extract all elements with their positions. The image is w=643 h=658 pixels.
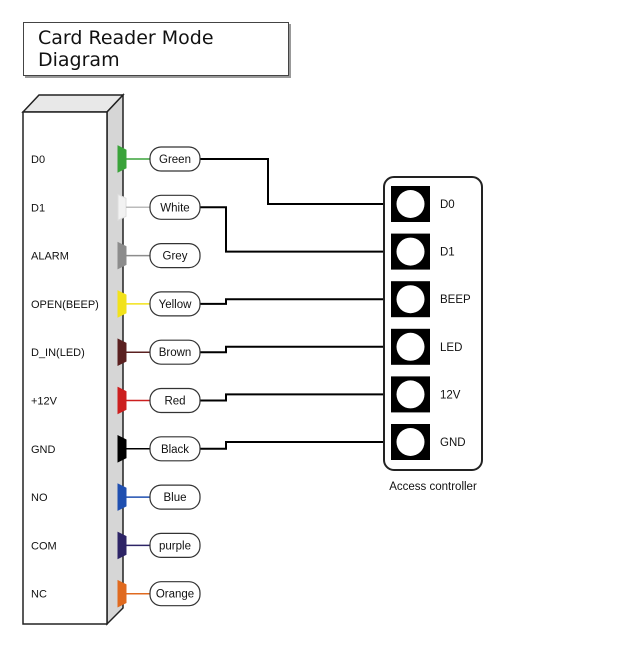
wire-color-tab [117, 193, 127, 222]
terminal-screw-icon [396, 380, 425, 409]
controller-label: Access controller [389, 481, 477, 493]
wire-color-tab [117, 338, 127, 367]
wire-label-pill [149, 243, 201, 269]
wire-label-pill [149, 339, 201, 365]
reader-pin-gnd: GND Black [31, 434, 201, 463]
terminal-label: LED [440, 342, 462, 354]
wire-12v [200, 393, 391, 402]
wire-color-label: White [160, 202, 189, 214]
wire-label-pill [149, 484, 201, 510]
wire-color-label: Orange [156, 589, 194, 601]
wire-color-tab [117, 241, 127, 270]
wire-gnd [200, 441, 391, 450]
wire-label-pill [149, 146, 201, 172]
pin-label: COM [31, 540, 57, 552]
controller-terminal-d0: D0 [391, 186, 455, 222]
wire-led [200, 345, 391, 354]
controller-terminal-led: LED [391, 328, 462, 365]
wire-d0 [200, 158, 391, 205]
wire-label-pill [149, 581, 201, 607]
terminal-screw-icon [396, 332, 425, 361]
reader-pin-d1: D1 White [31, 193, 201, 222]
reader-pin-com: COM purple [31, 531, 201, 560]
wire-color-label: Yellow [159, 299, 193, 311]
wire-label-pill [149, 291, 201, 317]
wire-color-tab [117, 386, 127, 415]
controller-terminal-12v: 12V [391, 376, 461, 413]
terminal-screw-icon [396, 190, 425, 218]
reader-pin-open-beep: OPEN(BEEP) Yellow [31, 290, 201, 318]
reader-pin-nc: NC Orange [31, 579, 201, 608]
terminal-label: GND [440, 437, 466, 449]
wire-color-label: Green [159, 154, 191, 166]
wire-label-pill [149, 532, 201, 559]
wire-color-tab [117, 483, 127, 511]
reader-pin-d-in-led: D_IN(LED) Brown [31, 338, 201, 367]
pin-label: NC [31, 589, 47, 601]
controller-terminal-d1: D1 [391, 233, 455, 270]
pin-label: D0 [31, 154, 45, 166]
reader-pin-no: NO Blue [31, 483, 201, 511]
wires-layer [200, 158, 391, 450]
terminal-screw-icon [396, 237, 425, 266]
diagram-title: Card Reader Mode Diagram [38, 27, 214, 71]
controller-terminal-gnd: GND [391, 424, 466, 460]
pin-label: +12V [31, 396, 58, 408]
terminal-screw-icon [396, 428, 425, 456]
controller-terminal-beep: BEEP [391, 281, 471, 318]
wire-label-pill [149, 387, 201, 414]
reader-pin-d0: D0 Green [31, 145, 201, 173]
terminal-label: BEEP [440, 294, 471, 306]
pin-label: GND [31, 444, 56, 456]
wire-color-tab [117, 290, 127, 318]
terminal-screw-icon [396, 285, 425, 314]
terminal-label: D1 [440, 247, 455, 259]
wire-color-tab [117, 531, 127, 560]
wire-color-label: Grey [163, 251, 188, 263]
wire-label-pill [149, 436, 201, 462]
pin-label: NO [31, 492, 48, 504]
wire-color-label: purple [159, 540, 191, 552]
wire-color-label: Brown [159, 347, 192, 359]
wire-color-label: Blue [163, 492, 186, 504]
reader-pin--12v: +12V Red [31, 386, 201, 415]
pin-label: ALARM [31, 251, 69, 263]
wire-beep [200, 298, 391, 305]
pin-label: OPEN(BEEP) [31, 299, 99, 311]
wire-label-pill [149, 194, 201, 220]
wire-color-tab [117, 434, 127, 463]
pin-label: D1 [31, 202, 45, 214]
wire-color-label: Black [161, 444, 189, 456]
title-box: Card Reader Mode Diagram [23, 22, 289, 76]
reader-pin-alarm: ALARM Grey [31, 241, 201, 270]
terminal-label: 12V [440, 389, 461, 401]
pin-label: D_IN(LED) [31, 347, 85, 359]
wire-color-label: Red [164, 396, 185, 408]
wire-color-tab [117, 579, 127, 608]
terminal-label: D0 [440, 199, 455, 211]
wire-d1 [200, 206, 391, 253]
wire-color-tab [117, 145, 127, 173]
